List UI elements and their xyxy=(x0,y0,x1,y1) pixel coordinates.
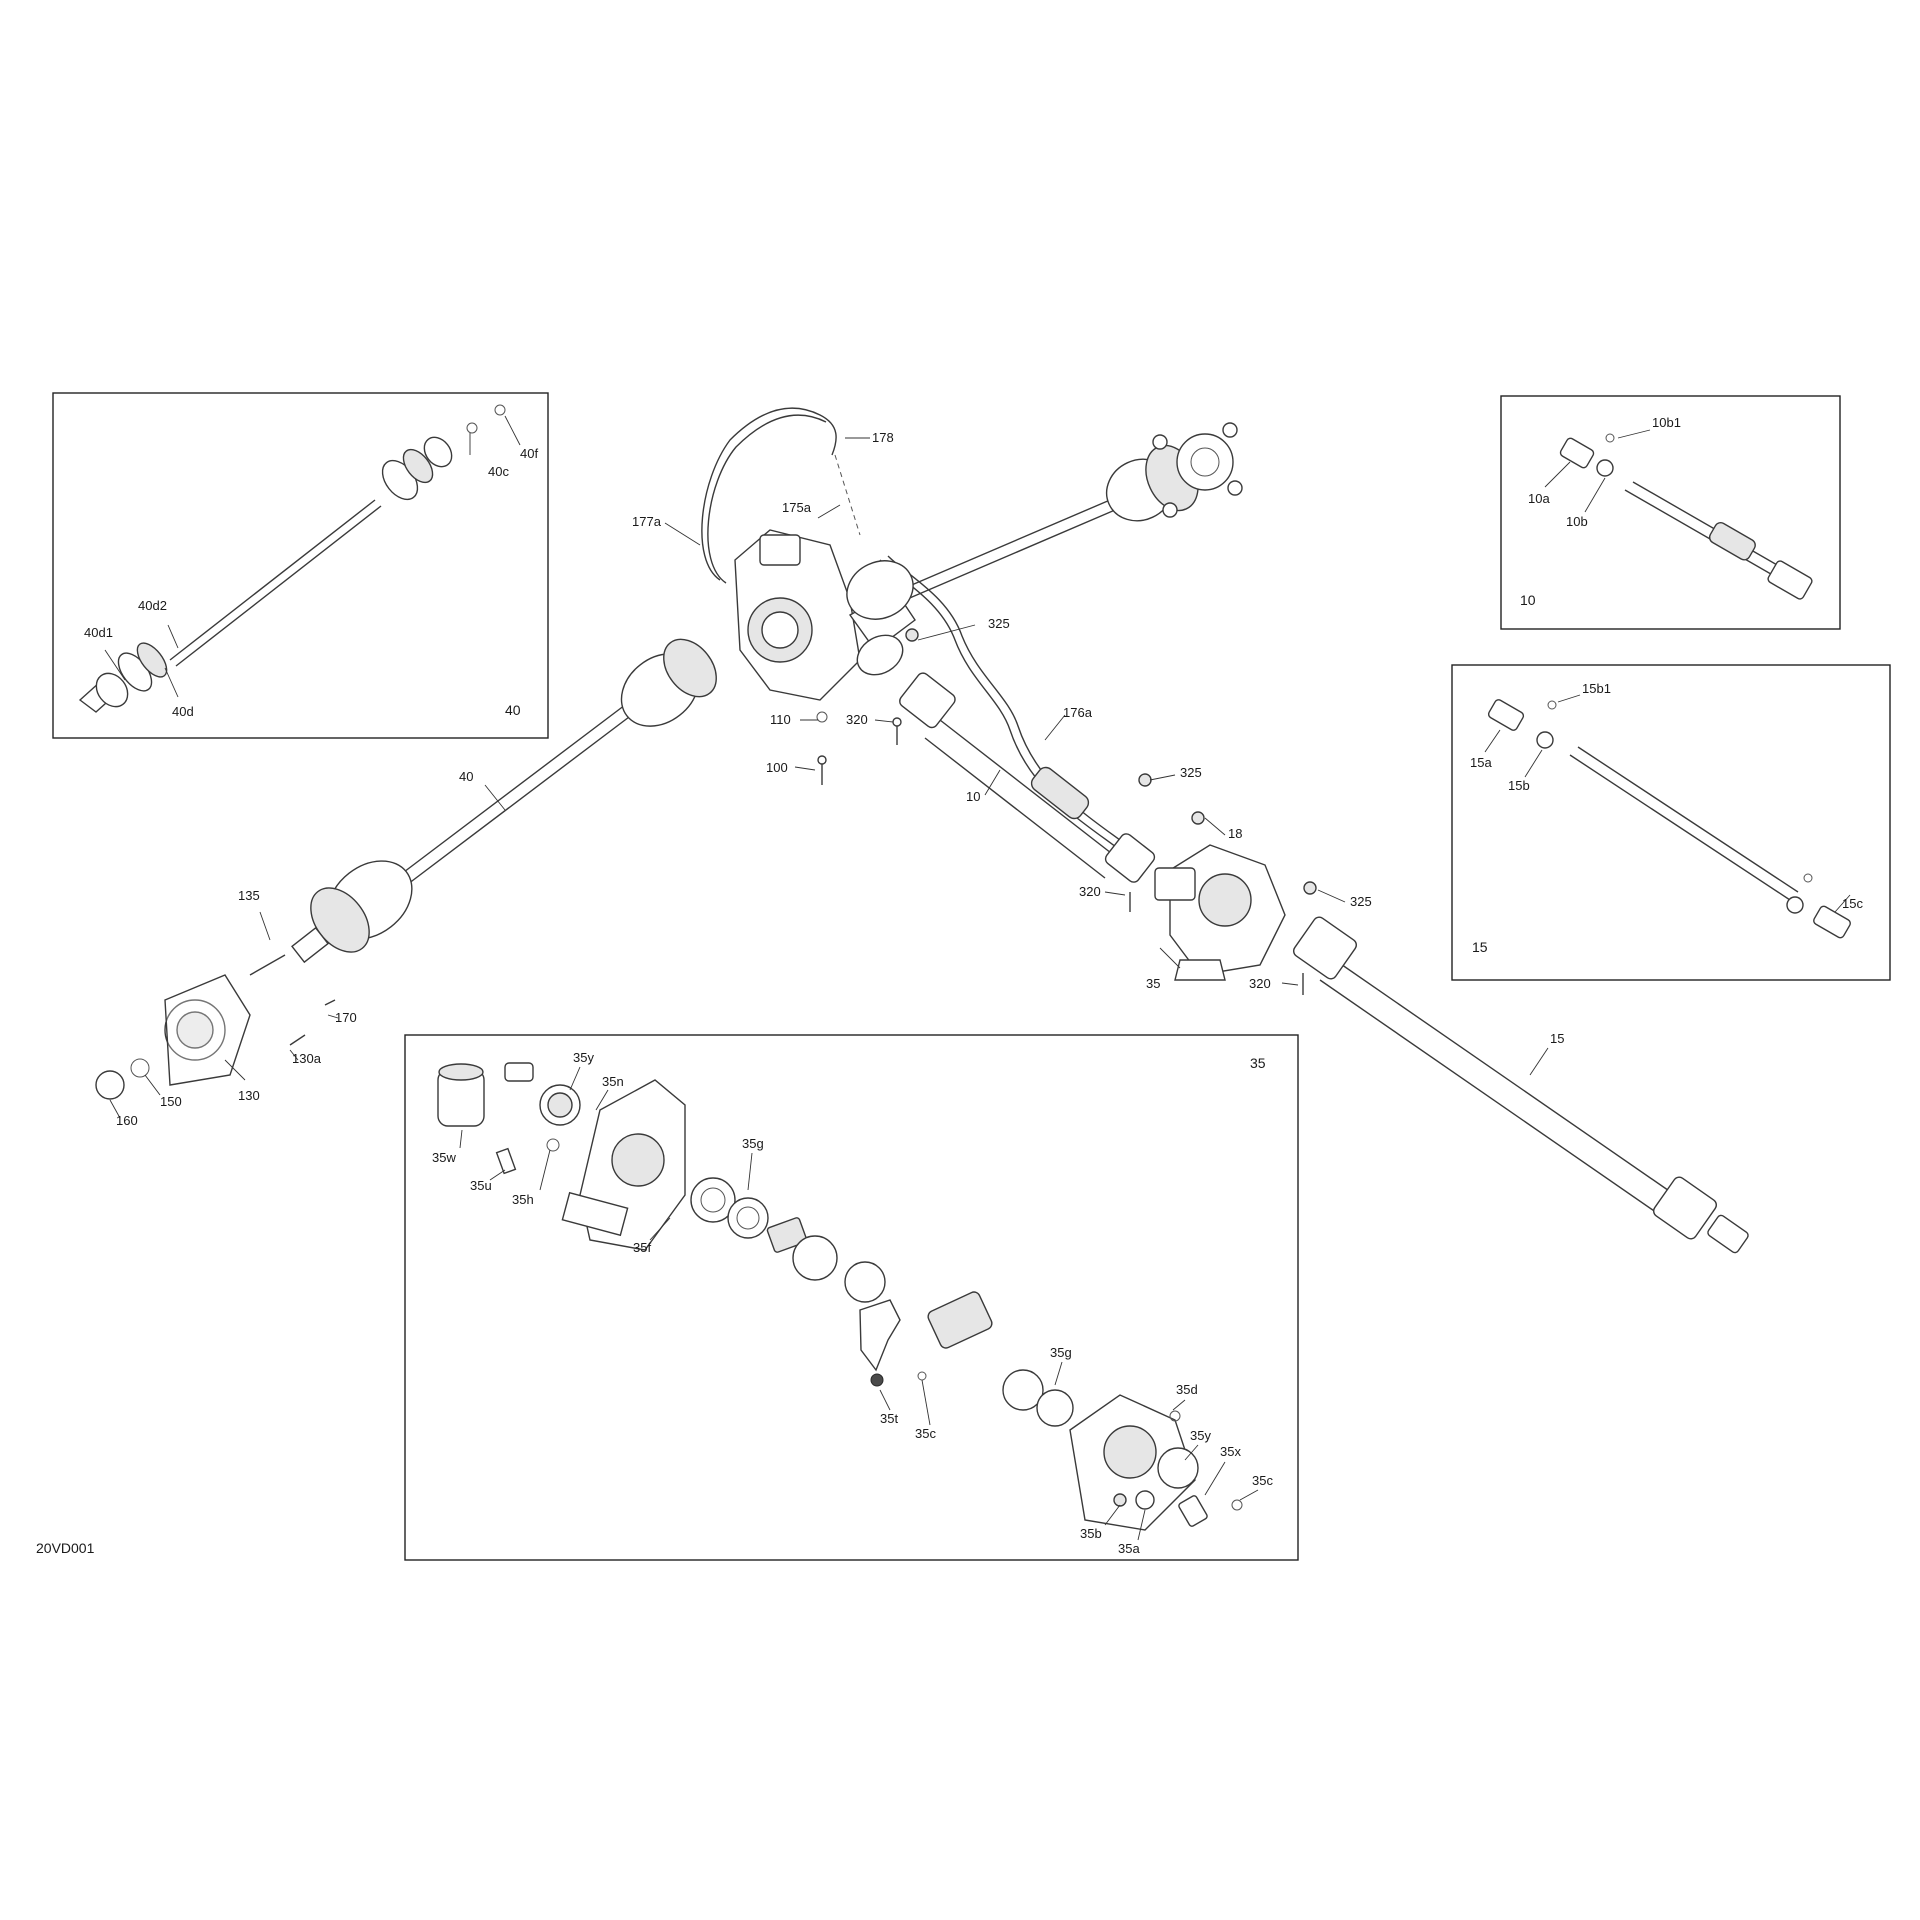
callout-35w: 35w xyxy=(432,1150,456,1165)
callout-35t: 35t xyxy=(880,1411,898,1426)
callout-10b: 10b xyxy=(1566,514,1588,529)
inset-box-40: 40f 40c 40d2 40d1 40d 40 xyxy=(52,392,549,739)
callout-160: 160 xyxy=(116,1113,138,1128)
callout-35u: 35u xyxy=(470,1178,492,1193)
callout-100: 100 xyxy=(766,760,788,775)
callout-35d: 35d xyxy=(1176,1382,1198,1397)
callout-35g-1: 35g xyxy=(742,1136,764,1151)
callout-10b1: 10b1 xyxy=(1652,415,1681,430)
callout-35c-2: 35c xyxy=(1252,1473,1273,1488)
callout-110: 110 xyxy=(770,712,791,727)
callout-130a: 130a xyxy=(292,1051,322,1066)
inset-15-label: 15 xyxy=(1472,939,1488,955)
inset-box-35: 35y 35n 35w 35u 35h 35g 35f 35g 35t 35c … xyxy=(404,1034,1299,1561)
callout-40: 40 xyxy=(459,769,473,784)
callout-176a: 176a xyxy=(1063,705,1093,720)
callout-18: 18 xyxy=(1228,826,1242,841)
inset-box-15: 15b1 15a 15b 15c 15 xyxy=(1451,664,1891,981)
callout-35c-1: 35c xyxy=(915,1426,936,1441)
inset-10-label: 10 xyxy=(1520,592,1536,608)
callout-10: 10 xyxy=(966,789,980,804)
callout-40c: 40c xyxy=(488,464,509,479)
inset-40-shaft xyxy=(78,404,506,713)
callout-135: 135 xyxy=(238,888,260,903)
inset-40-label: 40 xyxy=(505,702,521,718)
callout-320-b: 320 xyxy=(1079,884,1101,899)
callout-35: 35 xyxy=(1146,976,1160,991)
callout-15b1: 15b1 xyxy=(1582,681,1611,696)
callout-35x: 35x xyxy=(1220,1444,1241,1459)
diagram-reference-code: 20VD001 xyxy=(36,1540,95,1556)
callout-15b: 15b xyxy=(1508,778,1530,793)
callout-10a: 10a xyxy=(1528,491,1550,506)
rear-differential-35 xyxy=(1154,844,1286,981)
callout-35g-2: 35g xyxy=(1050,1345,1072,1360)
inset-35-label: 35 xyxy=(1250,1055,1266,1071)
inset-box-10: 10b1 10a 10b 10 xyxy=(1500,395,1841,630)
callout-35h: 35h xyxy=(512,1192,534,1207)
callout-150: 150 xyxy=(160,1094,182,1109)
wheel-hub xyxy=(95,954,336,1100)
callout-35n: 35n xyxy=(602,1074,624,1089)
front-differential xyxy=(734,529,916,701)
main-leaders xyxy=(109,437,1549,1119)
callout-325-c: 325 xyxy=(1350,894,1372,909)
left-front-axle xyxy=(291,638,717,964)
callout-35y-2: 35y xyxy=(1190,1428,1211,1443)
callout-35y-1: 35y xyxy=(573,1050,594,1065)
callout-35b: 35b xyxy=(1080,1526,1102,1541)
callout-320-c: 320 xyxy=(1249,976,1271,991)
callout-35f: 35f xyxy=(633,1240,651,1255)
callout-175a: 175a xyxy=(782,500,812,515)
main-assembly: 178 175a 177a 325 110 320 100 176a 40 10… xyxy=(95,407,1749,1254)
callout-40d2: 40d2 xyxy=(138,598,167,613)
prop-shaft-15 xyxy=(1292,916,1749,1254)
callout-15a: 15a xyxy=(1470,755,1492,770)
callout-170: 170 xyxy=(335,1010,357,1025)
callout-320-a: 320 xyxy=(846,712,868,727)
callout-325-b: 325 xyxy=(1180,765,1202,780)
callout-15: 15 xyxy=(1550,1031,1564,1046)
callout-325-a: 325 xyxy=(988,616,1010,631)
callout-35a: 35a xyxy=(1118,1541,1140,1556)
fasteners xyxy=(816,628,1317,995)
prop-shaft-10 xyxy=(899,672,1156,883)
callout-40d1: 40d1 xyxy=(84,625,113,640)
callout-15c: 15c xyxy=(1842,896,1863,911)
inset-40-leaders xyxy=(104,415,521,698)
callout-40d: 40d xyxy=(172,704,194,719)
right-front-axle xyxy=(846,422,1243,620)
callout-40f: 40f xyxy=(520,446,538,461)
callout-177a: 177a xyxy=(632,514,662,529)
callout-178: 178 xyxy=(872,430,894,445)
callout-130: 130 xyxy=(238,1088,260,1103)
